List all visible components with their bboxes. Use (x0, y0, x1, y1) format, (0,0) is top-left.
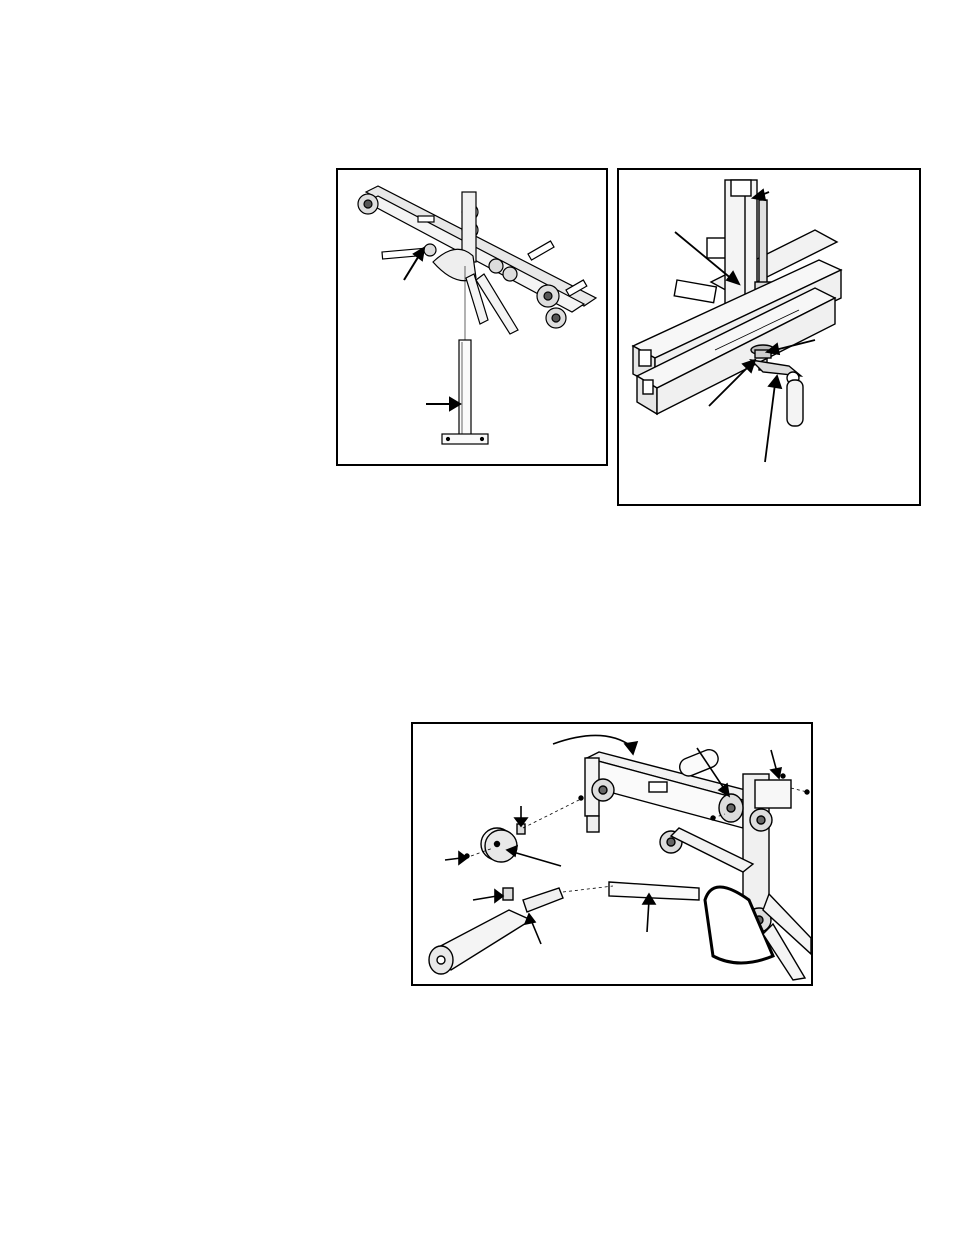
top-bracket (755, 780, 791, 808)
frame-assembly-drawing (338, 170, 606, 464)
foot-tube (609, 882, 699, 900)
callout-arrow-roller (531, 920, 541, 944)
callout-arrow-plate (513, 852, 561, 866)
leg-developer-drawing (413, 724, 811, 984)
handle-pin (787, 380, 803, 426)
figure-3-leg-developer (411, 722, 813, 986)
figure-2-pivot-detail (617, 168, 921, 506)
square-cap (503, 888, 513, 900)
callout-arrow-e (765, 384, 775, 462)
roller-shaft (523, 888, 563, 912)
pivot-detail-drawing (619, 170, 919, 504)
callout-arrow-rotate (553, 735, 631, 746)
upright-tube (459, 340, 471, 436)
callout-arrow-cap (473, 896, 497, 900)
figure-1-frame-assembly (336, 168, 608, 466)
